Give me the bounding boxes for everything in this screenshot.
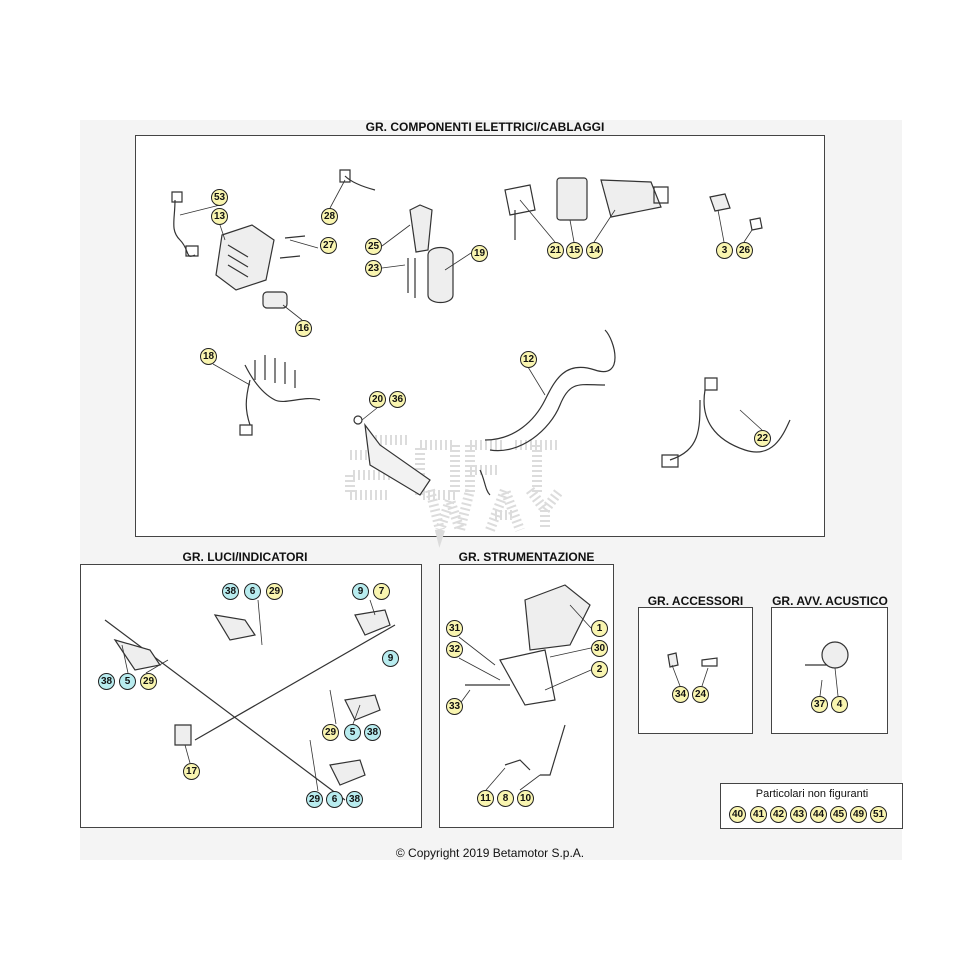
part-label[interactable]: 23 bbox=[365, 260, 382, 277]
part-label[interactable]: 49 bbox=[850, 806, 867, 823]
part-label[interactable]: 31 bbox=[446, 620, 463, 637]
part-label[interactable]: 3 bbox=[716, 242, 733, 259]
part-label[interactable]: 29 bbox=[266, 583, 283, 600]
part-label[interactable]: 17 bbox=[183, 763, 200, 780]
part-label[interactable]: 2 bbox=[591, 661, 608, 678]
part-label[interactable]: 13 bbox=[211, 208, 228, 225]
part-label[interactable]: 24 bbox=[692, 686, 709, 703]
part-label[interactable]: 33 bbox=[446, 698, 463, 715]
panel-avv-acustico bbox=[771, 607, 888, 734]
part-label[interactable]: 14 bbox=[586, 242, 603, 259]
part-label[interactable]: 45 bbox=[830, 806, 847, 823]
part-label[interactable]: 32 bbox=[446, 641, 463, 658]
part-label[interactable]: 18 bbox=[200, 348, 217, 365]
part-label[interactable]: 29 bbox=[322, 724, 339, 741]
part-label[interactable]: 38 bbox=[346, 791, 363, 808]
part-label[interactable]: 1 bbox=[591, 620, 608, 637]
part-label[interactable]: 34 bbox=[672, 686, 689, 703]
part-label[interactable]: 6 bbox=[244, 583, 261, 600]
section-title-acustico: GR. AVV. ACUSTICO bbox=[772, 594, 888, 608]
part-label[interactable]: 38 bbox=[222, 583, 239, 600]
part-label[interactable]: 16 bbox=[295, 320, 312, 337]
part-label[interactable]: 42 bbox=[770, 806, 787, 823]
part-label[interactable]: 9 bbox=[352, 583, 369, 600]
part-label[interactable]: 22 bbox=[754, 430, 771, 447]
part-label[interactable]: 37 bbox=[811, 696, 828, 713]
part-label[interactable]: 40 bbox=[729, 806, 746, 823]
section-title-accessori: GR. ACCESSORI bbox=[647, 594, 744, 608]
part-label[interactable]: 6 bbox=[326, 791, 343, 808]
part-label[interactable]: 29 bbox=[306, 791, 323, 808]
part-label[interactable]: 51 bbox=[870, 806, 887, 823]
part-label[interactable]: 53 bbox=[211, 189, 228, 206]
part-label[interactable]: 30 bbox=[591, 640, 608, 657]
section-title-main: GR. COMPONENTI ELETTRICI/CABLAGGI bbox=[365, 120, 605, 134]
part-label[interactable]: 11 bbox=[477, 790, 494, 807]
section-title-luci: GR. LUCI/INDICATORI bbox=[182, 550, 308, 564]
panel-accessori bbox=[638, 607, 753, 734]
part-label[interactable]: 10 bbox=[517, 790, 534, 807]
part-label[interactable]: 8 bbox=[497, 790, 514, 807]
panel-componenti-elettrici bbox=[135, 135, 825, 537]
panel-luci-indicatori bbox=[80, 564, 422, 828]
non-figuranti-title: Particolari non figuranti bbox=[755, 788, 869, 800]
part-label[interactable]: 44 bbox=[810, 806, 827, 823]
part-label[interactable]: 5 bbox=[344, 724, 361, 741]
part-label[interactable]: 29 bbox=[140, 673, 157, 690]
part-label[interactable]: 4 bbox=[831, 696, 848, 713]
part-label[interactable]: 20 bbox=[369, 391, 386, 408]
part-label[interactable]: 28 bbox=[321, 208, 338, 225]
part-label[interactable]: 5 bbox=[119, 673, 136, 690]
panel-strumentazione bbox=[439, 564, 614, 828]
part-label[interactable]: 15 bbox=[566, 242, 583, 259]
part-label[interactable]: 21 bbox=[547, 242, 564, 259]
part-label[interactable]: 27 bbox=[320, 237, 337, 254]
part-label[interactable]: 38 bbox=[98, 673, 115, 690]
copyright-text: © Copyright 2019 Betamotor S.p.A. bbox=[395, 846, 585, 860]
part-label[interactable]: 7 bbox=[373, 583, 390, 600]
part-label[interactable]: 26 bbox=[736, 242, 753, 259]
part-label[interactable]: 12 bbox=[520, 351, 537, 368]
part-label[interactable]: 9 bbox=[382, 650, 399, 667]
part-label[interactable]: 19 bbox=[471, 245, 488, 262]
part-label[interactable]: 36 bbox=[389, 391, 406, 408]
part-label[interactable]: 41 bbox=[750, 806, 767, 823]
part-label[interactable]: 43 bbox=[790, 806, 807, 823]
part-label[interactable]: 38 bbox=[364, 724, 381, 741]
section-title-strumentazione: GR. STRUMENTAZIONE bbox=[458, 550, 595, 564]
part-label[interactable]: 25 bbox=[365, 238, 382, 255]
